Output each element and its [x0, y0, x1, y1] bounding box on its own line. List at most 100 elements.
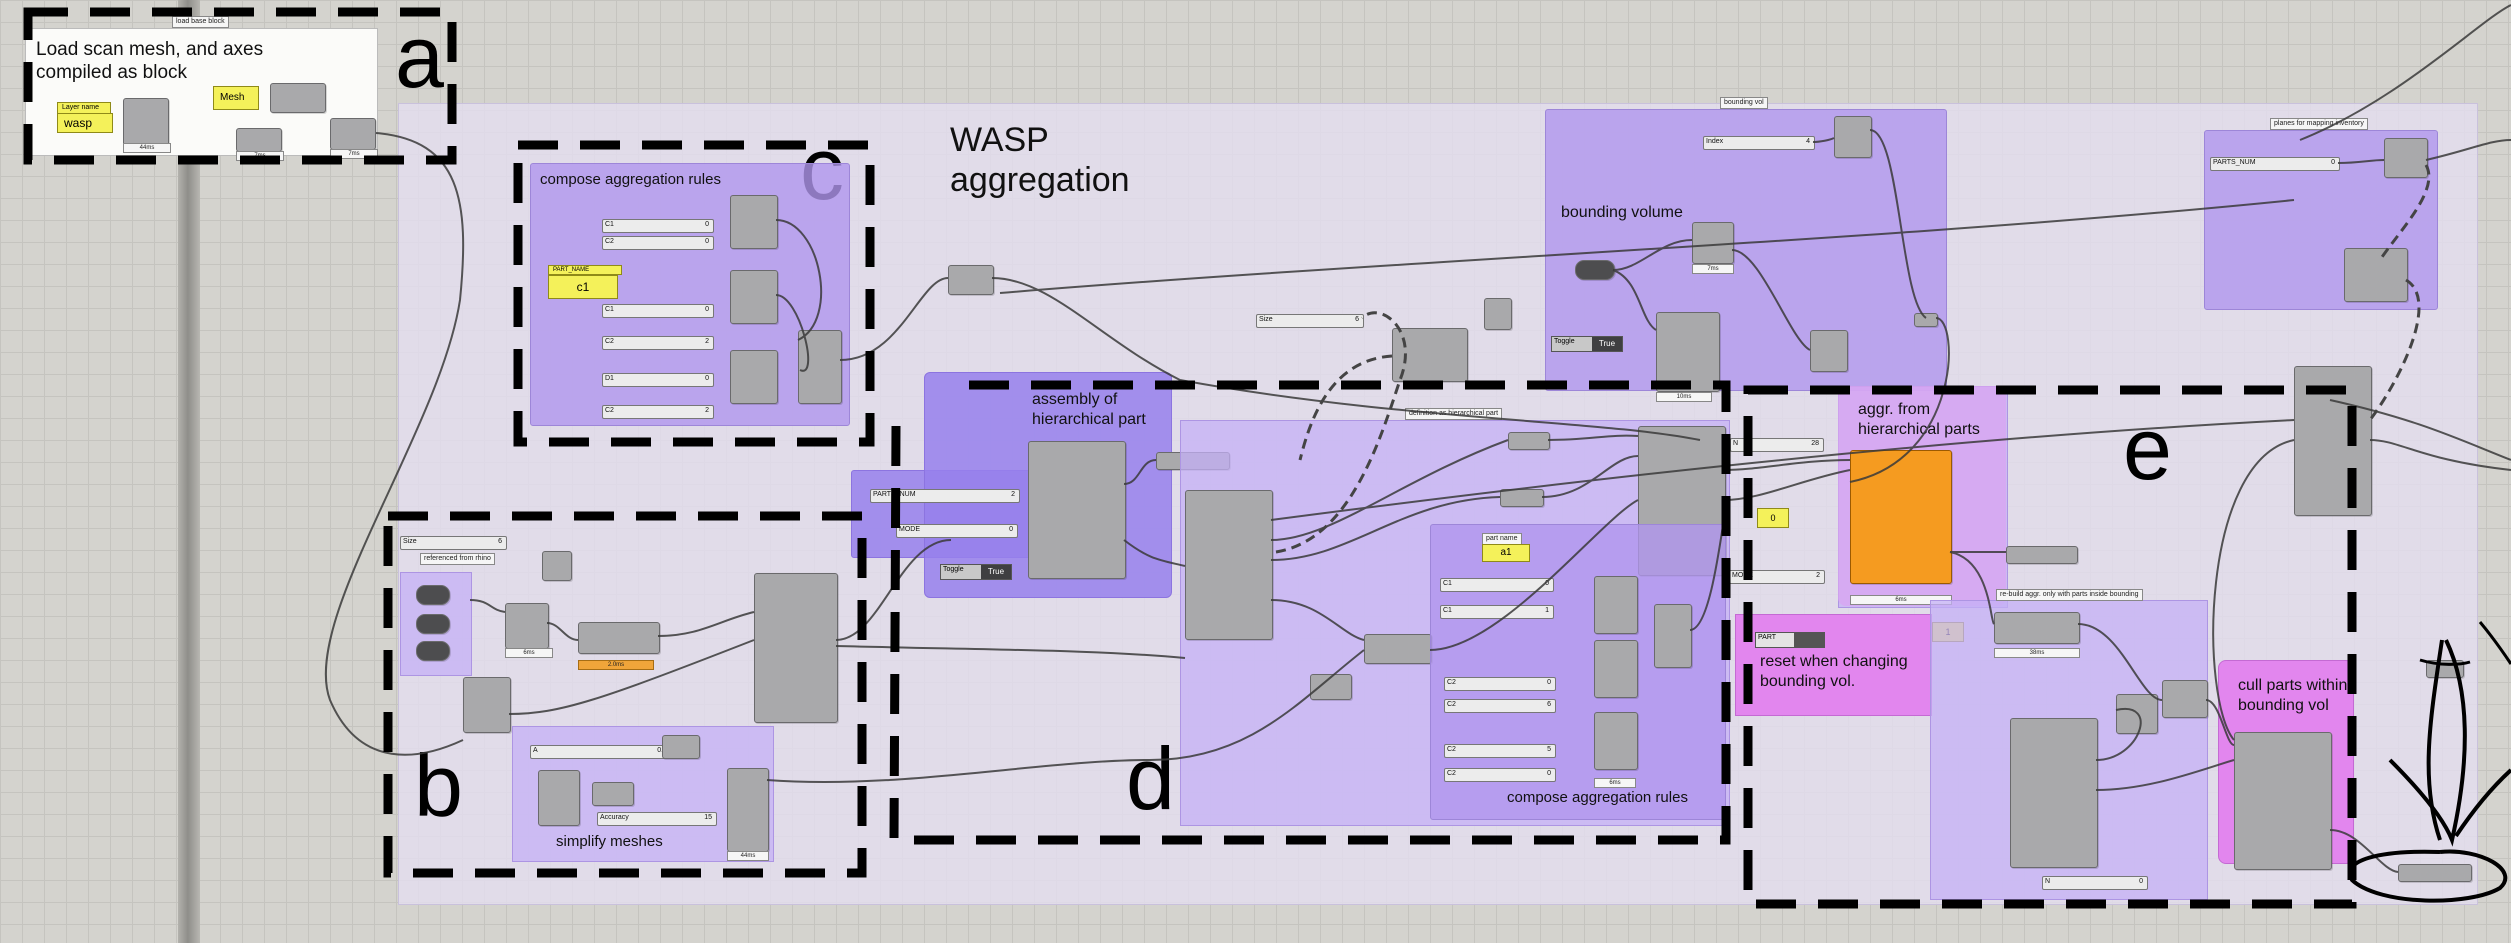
flatten-node-c[interactable] — [948, 265, 994, 295]
timer-e2: 38ms — [1994, 648, 2080, 658]
referenced-rhino-tag: referenced from rhino — [420, 553, 495, 565]
deconstruct-part-e[interactable] — [2010, 718, 2098, 868]
block-explode-node[interactable] — [270, 83, 326, 113]
mesh-node-b2[interactable] — [592, 782, 634, 806]
filter-node-a[interactable] — [236, 128, 282, 152]
wasp-panel[interactable]: wasp — [57, 113, 113, 133]
list-item-node[interactable] — [1834, 116, 1872, 158]
cull-parts-caption: cull parts within bounding vol — [2238, 677, 2348, 714]
field-node-bv[interactable] — [1656, 312, 1720, 392]
header-label: load base block — [172, 16, 229, 28]
mesh-node-b3[interactable] — [662, 735, 700, 759]
rule-node-d3[interactable] — [1594, 712, 1638, 770]
part-geo-node-e[interactable] — [2006, 546, 2078, 564]
merge-node-d[interactable] — [1654, 604, 1692, 668]
box-corners-node[interactable] — [1692, 222, 1734, 264]
bounding-volume-caption: bounding volume — [1561, 204, 1683, 221]
reset-note-group — [1735, 614, 1932, 716]
timer-a1: 44ms — [123, 143, 171, 153]
wasp-aggregation-node-d[interactable] — [1028, 441, 1126, 579]
timer-b3: 44ms — [727, 851, 769, 861]
deconstruct-part-d[interactable] — [1185, 490, 1273, 640]
reset-button[interactable]: PART — [1755, 632, 1825, 648]
create-part-b[interactable] — [754, 573, 838, 723]
aggr-hierarchical-caption: aggr. from hierarchical parts — [1858, 401, 1980, 438]
load-scan-caption: Load scan mesh, and axes compiled as blo… — [36, 39, 264, 83]
reset-note-caption: reset when changing bounding vol. — [1760, 653, 1908, 690]
timer-d1: 6ms — [1594, 778, 1636, 788]
hierarchical-node-d[interactable] — [1364, 634, 1432, 664]
planes-inventory-tag: planes for mapping inventory — [2270, 118, 2368, 130]
part-name-label-panel[interactable]: PART_NAME — [548, 265, 622, 275]
timer-b1: 6ms — [505, 648, 553, 658]
conn-node-right[interactable] — [2344, 248, 2408, 302]
geo-param-3[interactable] — [416, 641, 450, 661]
section-letter-b: b — [414, 736, 463, 835]
timer-bv2: 10ms — [1656, 392, 1712, 402]
timer-a3: 7ms — [330, 149, 378, 159]
box-node-top[interactable] — [1484, 298, 1512, 330]
compose-rules-d-caption: compose aggregation rules — [1507, 789, 1688, 806]
cull-pattern-node[interactable] — [2162, 680, 2208, 718]
geo-param-2[interactable] — [416, 614, 450, 634]
section-letter-d: d — [1126, 729, 1175, 828]
part-geo-node-end[interactable] — [2398, 864, 2472, 882]
aggregation-node-cull[interactable] — [2234, 732, 2332, 870]
pln-conn-node[interactable] — [578, 622, 660, 654]
rule-node-c2[interactable] — [730, 270, 778, 324]
construct-plane-node[interactable] — [505, 603, 549, 649]
mesh-node-b1[interactable] — [538, 770, 580, 826]
aggregation-node-e[interactable] — [1850, 450, 1952, 584]
bounding-vol-tag: bounding vol — [1720, 97, 1768, 109]
canvas-splitter[interactable] — [178, 0, 200, 943]
section-letter-e: e — [2123, 399, 2172, 498]
box-node-b[interactable] — [542, 551, 572, 581]
rule-node-d2[interactable] — [1594, 640, 1638, 698]
reduce-mesh-node[interactable] — [727, 768, 769, 852]
section-letter-a: a — [395, 7, 444, 106]
list-node-right[interactable] — [2384, 138, 2428, 178]
rule-node-c3[interactable] — [730, 350, 778, 404]
box-node-bv[interactable] — [1810, 330, 1848, 372]
compose-rules-c-caption: compose aggregation rules — [540, 171, 721, 188]
value-0-panel[interactable]: 0 — [1757, 508, 1789, 528]
rule-node-d1[interactable] — [1594, 576, 1638, 634]
geo-param-1[interactable] — [416, 585, 450, 605]
mesh-panel[interactable]: Mesh — [213, 86, 259, 110]
sub-part-node[interactable] — [1994, 612, 2080, 644]
rule-node-c1[interactable] — [730, 195, 778, 249]
simplify-meshes-caption: simplify meshes — [556, 833, 663, 850]
part-name-d-panel[interactable]: a1 — [1482, 544, 1530, 562]
wasp-aggregation-title: WASP aggregation — [950, 121, 1130, 199]
mesh-m-node-1[interactable] — [1508, 432, 1550, 450]
part-name-value-panel[interactable]: c1 — [548, 275, 618, 299]
vector-node-b[interactable] — [463, 677, 511, 733]
timer-bv1: 7ms — [1692, 264, 1734, 274]
reroute-node[interactable] — [1914, 313, 1938, 327]
timer-b2: 2.0ms — [578, 660, 654, 670]
assembly-caption: assembly of hierarchical part — [1032, 391, 1146, 428]
